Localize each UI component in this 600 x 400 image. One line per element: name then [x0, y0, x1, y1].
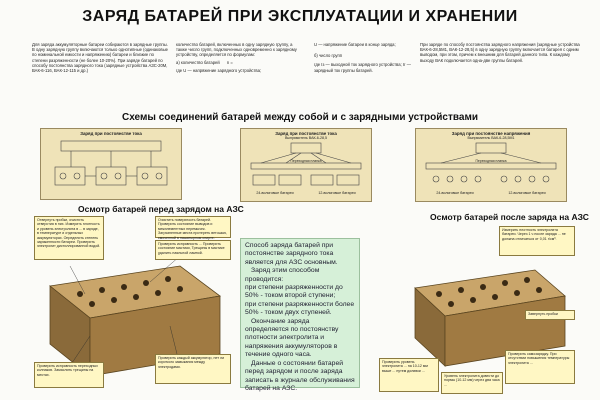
after-callout-level: Проверить уровень электролита ... на 10-… — [379, 358, 439, 392]
before-callout-mastic: Проверить исправность ... Проверить сост… — [155, 240, 231, 260]
before-callout-short: Проверить каждый аккумулятор, нет ли кор… — [155, 354, 231, 384]
center-text-1: Заряд этим способом проводится: — [245, 267, 320, 283]
diagram-2-plank-label: Переходная планка — [290, 159, 322, 163]
diagram-constant-voltage: Заряд при постоянстве напряжения Выпрями… — [415, 128, 567, 202]
before-callout-caps: Проверить исправность переходных колпако… — [34, 362, 104, 388]
after-charge-heading: Осмотр батарей после заряда на АЗС — [430, 212, 589, 222]
diagram-3-plank-label: Переходная планка — [475, 159, 507, 163]
formula-a: а) количество батарей n = — [176, 60, 304, 65]
diagram-3-header: Заряд при постоянстве напряжения — [451, 131, 531, 136]
center-text-5: Данные о состоянии батарей перед зарядом… — [245, 359, 355, 392]
before-charge-heading: Осмотр батарей перед зарядом на АЗС — [78, 204, 244, 214]
before-charge-section: Отвернуть пробки, очистить отверстия в н… — [30, 216, 235, 396]
diagram-2-left-label: 24-вольтовые батареи — [256, 191, 294, 195]
intro-col-3a: U — напряжение батареи в конце заряда; — [314, 42, 396, 47]
center-text-4: Окончание заряда определяется по постоян… — [245, 317, 339, 359]
formula-where: где U — напряжение зарядного устройства; — [176, 67, 262, 73]
after-callout-density: Измерить плотность электролита батареи. … — [499, 226, 575, 256]
intro-col-2: количество батарей, включенных в одну за… — [176, 42, 304, 73]
center-text-2: при степени разряженности до 50% - током… — [245, 284, 343, 300]
diagram-2-header: Заряд при постоянстве тока — [275, 131, 337, 136]
after-callout-selfdischarge: Проверить самозарядку. При отсутствии по… — [505, 350, 575, 384]
center-text-3: при степени разряженности более 50% - то… — [245, 300, 355, 317]
intro-col-1: Для заряда аккумуляторные батареи собира… — [32, 42, 168, 74]
diagram-3-schematic — [425, 142, 557, 183]
diagram-constant-current-1: Заряд при постоянстве тока — [40, 128, 182, 200]
before-callout-surface: Очистить поверхность батарей. Проверить … — [155, 216, 231, 240]
formula-a-label: а) количество батарей — [176, 59, 220, 65]
intro-col-3c: где Iз — выходной ток зарядного устройст… — [314, 62, 411, 73]
after-callout-topup: Уровень электролита довести до нормы (10… — [441, 372, 503, 394]
formula-a-sym: n = — [226, 59, 233, 65]
diagram-2-rectifier-label: Выпрямитель ВАК-6-28,5 — [285, 136, 327, 140]
poster-title: ЗАРЯД БАТАРЕЙ ПРИ ЭКСПЛУАТАЦИИ И ХРАНЕНИ… — [82, 8, 518, 25]
intro-col-3: U — напряжение батареи в конце заряда; б… — [314, 42, 414, 73]
diagram-1-header: Заряд при постоянстве тока — [80, 131, 142, 136]
diagram-3-rectifier-label: Выпрямитель ВАК-6-28,5М1 — [467, 136, 515, 140]
center-text-0: Способ заряда батарей при постоянстве за… — [245, 242, 338, 266]
after-callout-plugs: Завернуть пробки — [525, 310, 575, 320]
diagrams-heading: Схемы соединений батарей между собой и с… — [122, 112, 478, 123]
intro-col-2-text: количество батарей, включенных в одну за… — [176, 42, 297, 58]
diagram-1-schematic — [54, 140, 168, 186]
after-charge-section: Измерить плотность электролита батареи. … — [375, 226, 575, 396]
before-callout-plugs: Отвернуть пробки, очистить отверстия в н… — [34, 216, 104, 260]
intro-col-4: При заряде по способу постоянства зарядн… — [420, 42, 580, 63]
diagram-2-right-label: 12-вольтовые батареи — [318, 191, 356, 195]
battery-illustration-before — [49, 255, 221, 377]
diagram-3-left-label: 24-вольтовые батареи — [436, 191, 474, 195]
diagram-2-schematic — [250, 142, 362, 186]
charging-method-text: Способ заряда батарей при постоянстве за… — [240, 238, 360, 392]
diagram-3-right-label: 12-вольтовые батареи — [508, 191, 546, 195]
intro-col-3b: б) число групп — [314, 53, 342, 59]
diagram-constant-current-2: Заряд при постоянстве тока Выпрямитель В… — [240, 128, 372, 202]
